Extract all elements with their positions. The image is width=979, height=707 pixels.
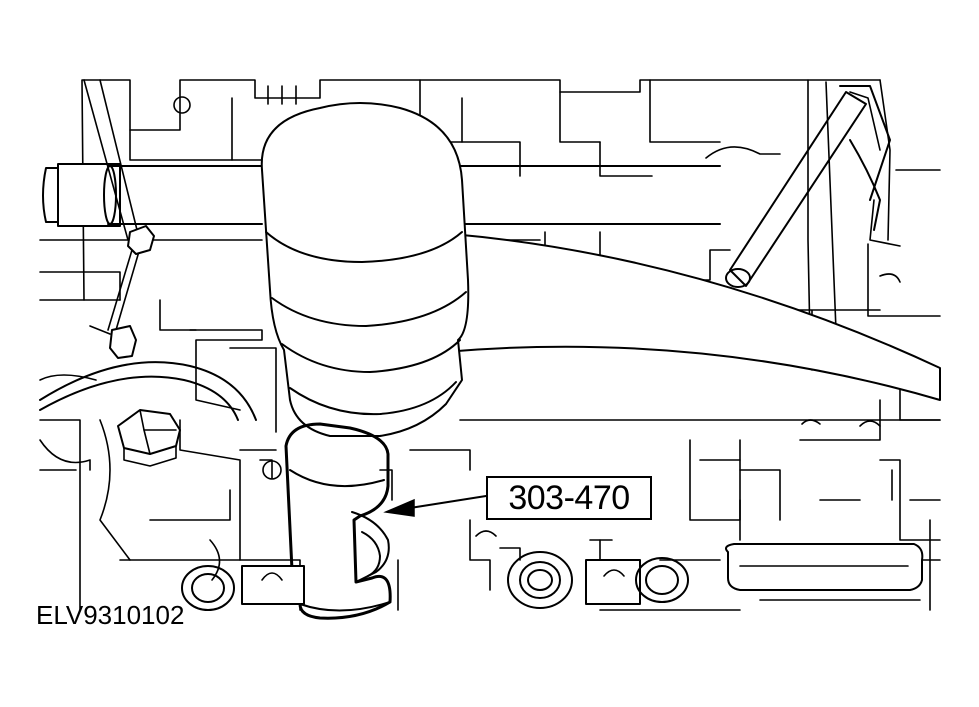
hammer-handle bbox=[443, 233, 941, 401]
hammer-head bbox=[260, 102, 470, 437]
lower-right-pad bbox=[725, 543, 924, 591]
figure-id-label: ELV9310102 bbox=[36, 600, 185, 630]
horizontal-shaft bbox=[42, 163, 721, 227]
tool-number-callout: 303-470 bbox=[486, 476, 652, 520]
hex-bolt bbox=[117, 409, 181, 467]
callout-arrow bbox=[383, 495, 487, 517]
wiring-harness bbox=[39, 361, 257, 421]
special-tool-303-470 bbox=[284, 422, 392, 620]
bracket-lugs bbox=[181, 551, 689, 611]
tool-number-label: 303-470 bbox=[508, 478, 630, 517]
right-levers bbox=[725, 79, 941, 341]
linkage-rod bbox=[83, 79, 155, 359]
